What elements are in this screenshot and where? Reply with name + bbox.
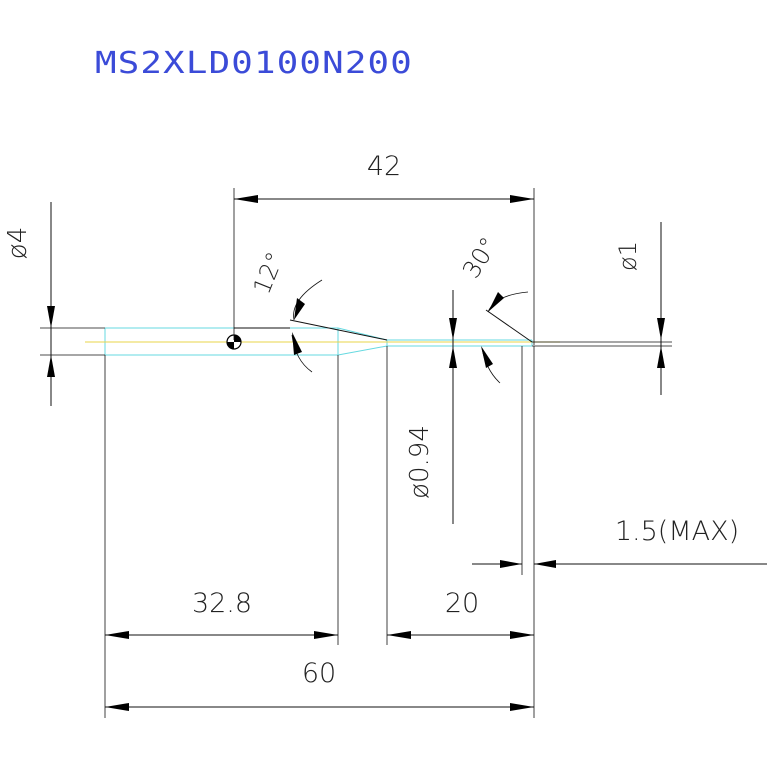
dimension-tip-diameter: ø1: [614, 222, 665, 395]
svg-text:ø0.94: ø0.94: [405, 425, 435, 499]
svg-text:12°: 12°: [248, 248, 290, 298]
dimension-neck-diameter: ø0.94: [405, 290, 457, 524]
dimension-32-8: 32.8: [104, 355, 339, 718]
dimension-20: 20: [386, 346, 534, 645]
dimension-60: 60: [105, 658, 534, 711]
dimension-max: 1.5(MAX): [472, 346, 767, 718]
part-number-title: MS2XLD0100N200: [95, 46, 413, 81]
dimension-42: 42: [233, 151, 535, 345]
taper-edge-upper: [289, 319, 388, 341]
svg-text:42: 42: [367, 151, 401, 182]
svg-text:32.8: 32.8: [192, 588, 252, 619]
dimension-shank-diameter: ø4: [3, 202, 55, 406]
angle-30: 30°: [457, 232, 533, 384]
svg-text:20: 20: [445, 588, 479, 619]
angle-12: 12°: [248, 248, 323, 373]
svg-text:ø4: ø4: [3, 227, 33, 259]
svg-text:ø1: ø1: [614, 241, 642, 271]
svg-text:30°: 30°: [457, 232, 503, 283]
datum-marker: [226, 334, 242, 350]
svg-text:60: 60: [302, 658, 336, 689]
svg-text:1.5(MAX): 1.5(MAX): [615, 516, 739, 547]
